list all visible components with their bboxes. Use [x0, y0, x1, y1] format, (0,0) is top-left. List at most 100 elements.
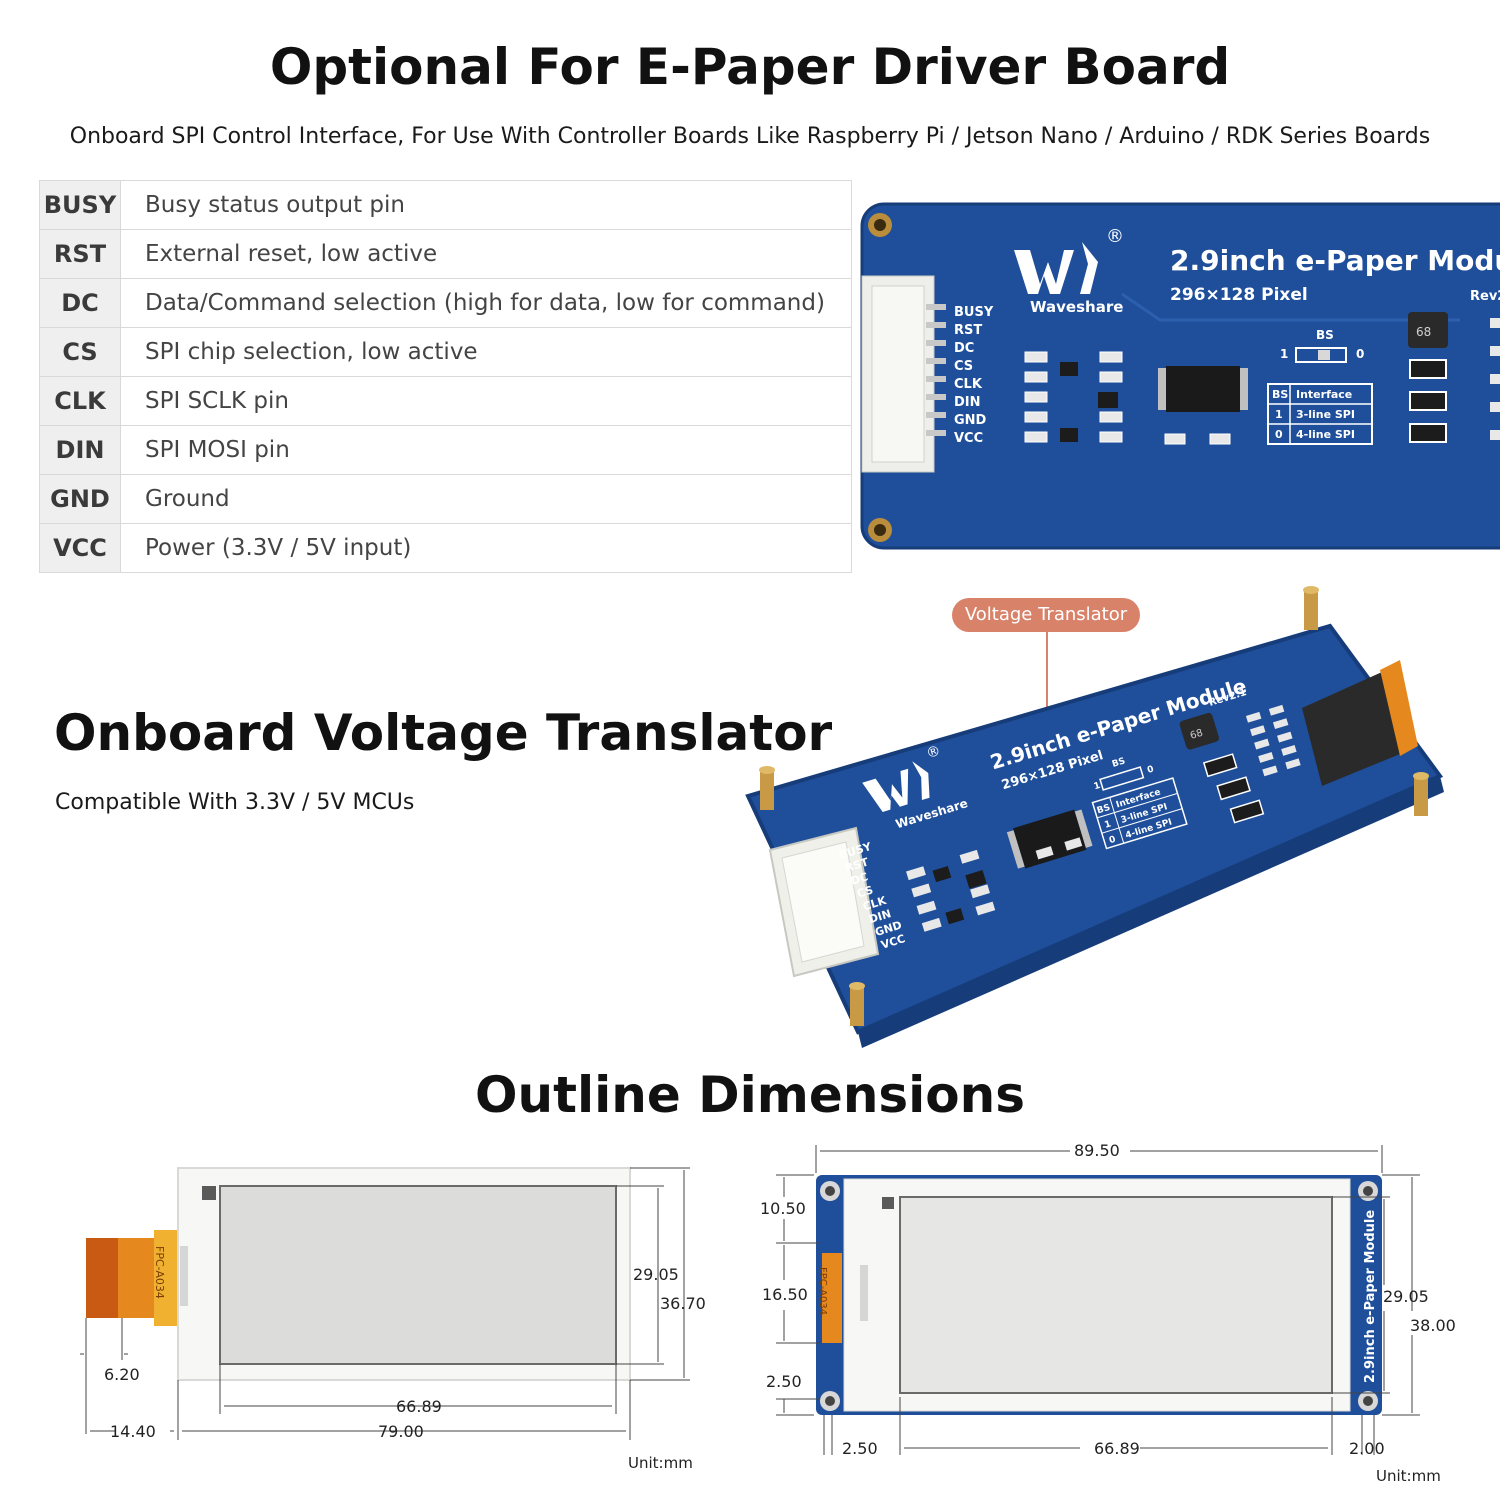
dim-panel-width-inner: 66.89 — [396, 1397, 442, 1416]
mounting-hole — [820, 1391, 840, 1411]
svg-text:0: 0 — [1275, 428, 1283, 441]
smd-components — [1490, 318, 1500, 440]
silk-pin-label: CLK — [954, 377, 983, 392]
edge-strip — [860, 1265, 868, 1321]
corner-mark — [202, 1186, 216, 1200]
board-angled-photo: BUSY RST DC CS CLK DIN GND VCC ® Wavesha… — [745, 586, 1444, 1048]
level-shifter-ic — [1006, 809, 1093, 869]
mounting-hole — [820, 1181, 840, 1201]
silk-revision: Rev2 — [1470, 289, 1500, 304]
pin-name: VCC — [39, 523, 121, 573]
dim-module-width-outer: 89.50 — [1074, 1141, 1120, 1160]
dim-right-offset: 2.00 — [1349, 1439, 1385, 1458]
transistor-icon — [1060, 362, 1118, 442]
dim-panel-height-inner: 29.05 — [633, 1265, 679, 1284]
silk-pin-label: GND — [954, 413, 987, 428]
dim-top-offset: 10.50 — [760, 1199, 806, 1218]
pcb-trace — [1121, 292, 1460, 322]
dim-module-height-outer: 38.00 — [1410, 1316, 1456, 1335]
smd-components — [1245, 704, 1301, 777]
pin-name: RST — [39, 229, 121, 279]
pin-name: CS — [39, 327, 121, 377]
dimension-lines — [80, 1167, 690, 1440]
dim-panel-height-outer: 36.70 — [660, 1294, 706, 1313]
dim-left-offset: 2.50 — [842, 1439, 878, 1458]
panel-outline-drawing: FPC-A034 29.05 36.70 6.20 14.40 66.89 79… — [80, 1167, 706, 1472]
pin-description: External reset, low active — [120, 229, 852, 279]
active-area — [899, 1196, 1333, 1394]
silk-pin-label: CS — [954, 359, 973, 374]
transistor-icon — [932, 866, 987, 925]
registered-mark: ® — [1106, 226, 1124, 247]
pin-description: SPI chip selection, low active — [120, 327, 852, 377]
pin-name: CLK — [39, 376, 121, 426]
pin-description: Ground — [120, 474, 852, 524]
inductor-marking: 68 — [1416, 325, 1431, 339]
silk-pin-label: DIN — [867, 907, 892, 926]
silk-pin-label: CS — [855, 883, 874, 900]
silk-pin-label: DC — [849, 870, 869, 887]
fpc-label: FPC-A034 — [817, 1267, 828, 1315]
registered-mark: ® — [924, 743, 942, 762]
corner-mark — [882, 1197, 894, 1209]
inductor-marking: 68 — [1189, 728, 1204, 742]
silk-pin-label: DIN — [954, 395, 981, 410]
unit-label: Unit:mm — [628, 1454, 693, 1472]
page-subtitle: Onboard SPI Control Interface, For Use W… — [69, 124, 1431, 149]
pin-name: DC — [39, 278, 121, 328]
standoff-icon — [1303, 586, 1319, 630]
silk-bs-label: BS — [1111, 756, 1127, 769]
waveshare-logo-icon — [862, 761, 930, 813]
fpc-cable-icon: FPC-A034 — [86, 1230, 178, 1326]
connector-icon — [768, 826, 880, 978]
pin-description: Power (3.3V / 5V input) — [120, 523, 852, 573]
silk-pin-label: BUSY — [954, 305, 994, 320]
silk-bs-one: 1 — [1280, 347, 1288, 361]
smd-components — [906, 837, 1083, 932]
connector-icon — [861, 275, 946, 473]
fpc-cable-icon: FPC-A034 — [817, 1253, 842, 1343]
edge-strip — [180, 1246, 188, 1306]
silk-pin-label: RST — [954, 323, 982, 338]
pin-name: DIN — [39, 425, 121, 475]
active-area — [219, 1185, 617, 1365]
silk-pin-label: VCC — [954, 431, 983, 446]
page-title: Optional For E-Paper Driver Board — [269, 38, 1231, 96]
dim-fpc-height: 16.50 — [762, 1285, 808, 1304]
pin-description: SPI MOSI pin — [120, 425, 852, 475]
pin-name: GND — [39, 474, 121, 524]
translator-subtitle: Compatible With 3.3V / 5V MCUs — [55, 790, 415, 815]
smd-components — [1024, 351, 1231, 445]
svg-text:1: 1 — [1275, 408, 1283, 421]
silk-bs-table: BS Interface 1 3-line SPI 0 4-line SPI — [1267, 383, 1373, 445]
inductor-icon: 68 — [1179, 712, 1219, 750]
dim-bottom-offset: 2.50 — [766, 1372, 802, 1391]
diode-icon — [1202, 753, 1265, 824]
translator-title: Onboard Voltage Translator — [54, 704, 833, 762]
silk-side-label: 2.9inch e-Paper Module — [1363, 1210, 1378, 1383]
voltage-translator-callout: Voltage Translator — [952, 598, 1140, 632]
pin-description: SPI SCLK pin — [120, 376, 852, 426]
silk-bs-label: BS — [1316, 328, 1334, 342]
fpc-label: FPC-A034 — [153, 1246, 166, 1299]
silk-bs-zero: 0 — [1356, 347, 1364, 361]
dim-module-width-inner: 66.89 — [1094, 1439, 1140, 1458]
waveshare-logo-icon: ® — [1014, 226, 1124, 294]
board-top-photo: BUSY RST DC CS CLK DIN GND VCC ® Wavesha… — [860, 202, 1500, 550]
svg-text:BS: BS — [1272, 388, 1288, 401]
standoff-icon — [849, 982, 865, 1026]
svg-text:1: 1 — [1103, 819, 1112, 830]
dimensions-title: Outline Dimensions — [474, 1066, 1026, 1124]
dim-module-height-inner: 29.05 — [1383, 1287, 1429, 1306]
module-outline-drawing: FPC-A034 2.9inch e-Paper Module 89.50 10… — [760, 1141, 1456, 1485]
mounting-hole — [868, 213, 892, 237]
fpc-connector-icon — [1302, 660, 1418, 786]
